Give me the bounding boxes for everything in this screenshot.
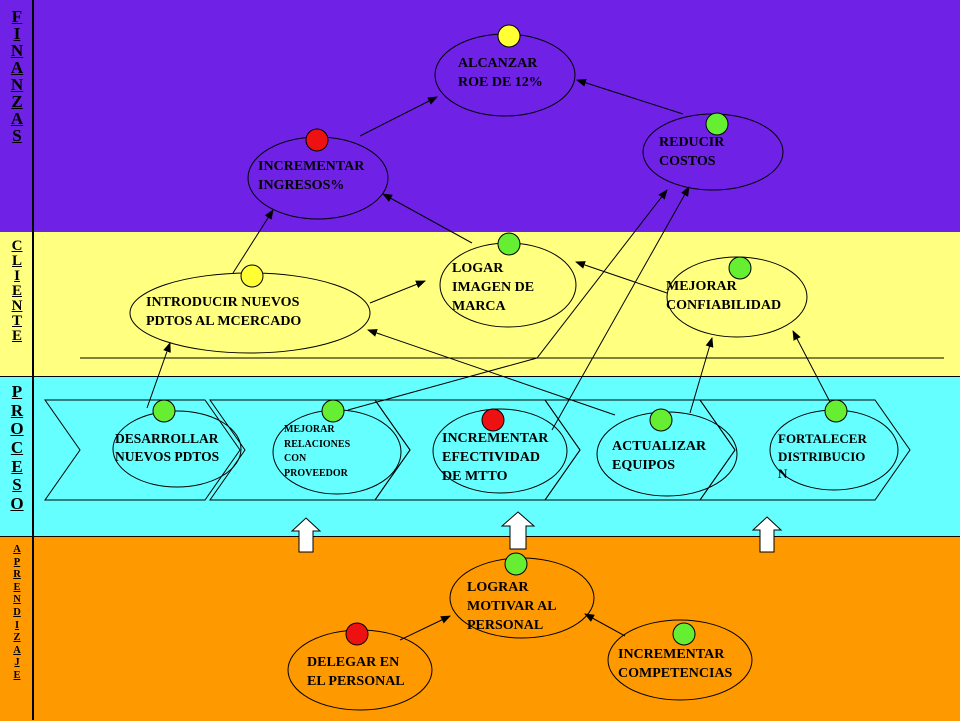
arrow-proveedor-costos (347, 189, 668, 411)
imagen-label: LOGAR IMAGEN DE MARCA (452, 261, 535, 314)
perspective-letter: A (10, 58, 24, 77)
competencias-status-indicator (672, 622, 696, 646)
mtto-status-indicator (481, 408, 505, 432)
band-finanzas (0, 0, 960, 233)
perspective-letter: Z (13, 632, 21, 644)
nuevos-pdtos-label: INTRODUCIR NUEVOS PDTOS AL MCERCADO (146, 295, 302, 329)
perspective-letter: N (11, 298, 23, 314)
perspective-letter: D (13, 606, 21, 618)
process-chevrons (44, 399, 911, 501)
equipos-status-indicator (649, 408, 673, 432)
arrow-mtto-costos (551, 186, 690, 431)
perspective-letter: N (10, 75, 24, 94)
arrow-equipos-nuevos (367, 329, 616, 416)
perspective-letter: S (12, 475, 22, 495)
delegar-status-indicator (345, 622, 369, 646)
costos-status-indicator (705, 112, 729, 136)
perspective-letter: P (11, 382, 23, 401)
perspective-letter: A (10, 109, 24, 128)
side-column-aprendizaje (0, 536, 34, 720)
nuevos-pdtos-status-indicator (240, 264, 264, 288)
perspective-letter: E (11, 283, 22, 299)
perspective-letter: J (14, 657, 20, 669)
arrow-desarrollar-nuevos (146, 342, 171, 409)
side-column-procesos (0, 376, 34, 536)
arrow-costos-roe (576, 78, 684, 115)
competencias-label: INCREMENTAR COMPETENCIAS (618, 647, 733, 681)
perspective-letter: L (11, 253, 22, 269)
side-column-finanzas (0, 0, 34, 232)
perspective-letter: E (13, 669, 21, 681)
confiabilidad-status-indicator (728, 256, 752, 280)
perspective-letter: R (10, 400, 24, 420)
competencias-ellipse (607, 619, 753, 701)
up-arrow-left (290, 517, 322, 553)
mtto-label: INCREMENTAR EFECTIVIDAD DE MTTO (442, 431, 549, 484)
proveedor-label: MEJORAR RELACIONES CON PROVEEDOR (284, 424, 351, 479)
costos-label: REDUCIR COSTOS (659, 135, 725, 169)
arrow-nuevos-ingresos (232, 209, 274, 274)
chevron-1 (44, 399, 241, 501)
perspective-letter: R (13, 569, 21, 581)
perspective-letter: E (11, 328, 22, 344)
perspective-letter: A (13, 544, 21, 555)
chevron-5 (699, 399, 911, 501)
perspective-letter: F (11, 7, 23, 26)
up-arrow-right (751, 516, 783, 553)
up-arrow-center (500, 511, 536, 550)
roe-label: ALCANZAR ROE DE 12% (458, 56, 543, 90)
band-aprendizaje (0, 536, 960, 721)
perspective-letter: E (13, 581, 21, 593)
desarrollar-label: DESARROLLAR NUEVOS PDTOS (115, 431, 220, 465)
desarrollar-ellipse (112, 410, 242, 488)
side-column-clientes (0, 232, 34, 376)
perspective-letter: P (13, 556, 21, 568)
perspective-letter: N (13, 594, 21, 606)
perspective-letter: I (14, 268, 20, 284)
perspective-letter: C (10, 438, 24, 458)
distribucion-status-indicator (824, 399, 848, 423)
arrow-ingresos-roe (359, 96, 438, 137)
mtto-ellipse (432, 408, 568, 494)
motivar-label: LOGRAR MOTIVAR AL PERSONAL (467, 580, 557, 633)
roe-status-indicator (497, 24, 521, 48)
imagen-status-indicator (497, 232, 521, 256)
arrow-equipos-confiabilidad (689, 337, 714, 414)
arrow-distribucion-confiabilidad (792, 330, 831, 403)
delegar-label: DELEGAR EN EL PERSONAL (307, 655, 405, 689)
perspective-letter: I (13, 24, 21, 43)
perspective-letter: C (11, 238, 23, 254)
distribucion-label: FORTALECER DISTRIBUCIO N (778, 431, 867, 482)
perspective-letter: O (10, 419, 24, 439)
perspective-letter: Z (11, 92, 23, 111)
ingresos-label: INCREMENTAR INGRESOS% (258, 159, 365, 193)
motivar-status-indicator (504, 552, 528, 576)
equipos-label: ACTUALIZAR EQUIPOS (612, 439, 707, 473)
arrow-competencias-motivar (584, 613, 626, 637)
confiabilidad-label: MEJORAR CONFIABILIDAD (666, 279, 782, 313)
ingresos-status-indicator (305, 128, 329, 152)
arrow-confiabilidad-imagen (575, 261, 668, 294)
arrow-nuevos-imagen (369, 280, 426, 304)
perspective-letter: A (13, 644, 21, 656)
proveedor-status-indicator (321, 399, 345, 423)
perspective-letter: O (10, 494, 24, 514)
perspective-letter: T (11, 313, 22, 329)
band-clientes (0, 232, 960, 376)
perspective-letter: E (11, 456, 23, 476)
perspective-letter: S (12, 126, 22, 145)
arrow-delegar-motivar (399, 615, 451, 641)
arrow-imagen-ingresos (382, 193, 473, 244)
desarrollar-status-indicator (152, 399, 176, 423)
perspective-letter: I (14, 619, 20, 631)
perspective-letter: N (10, 41, 24, 60)
